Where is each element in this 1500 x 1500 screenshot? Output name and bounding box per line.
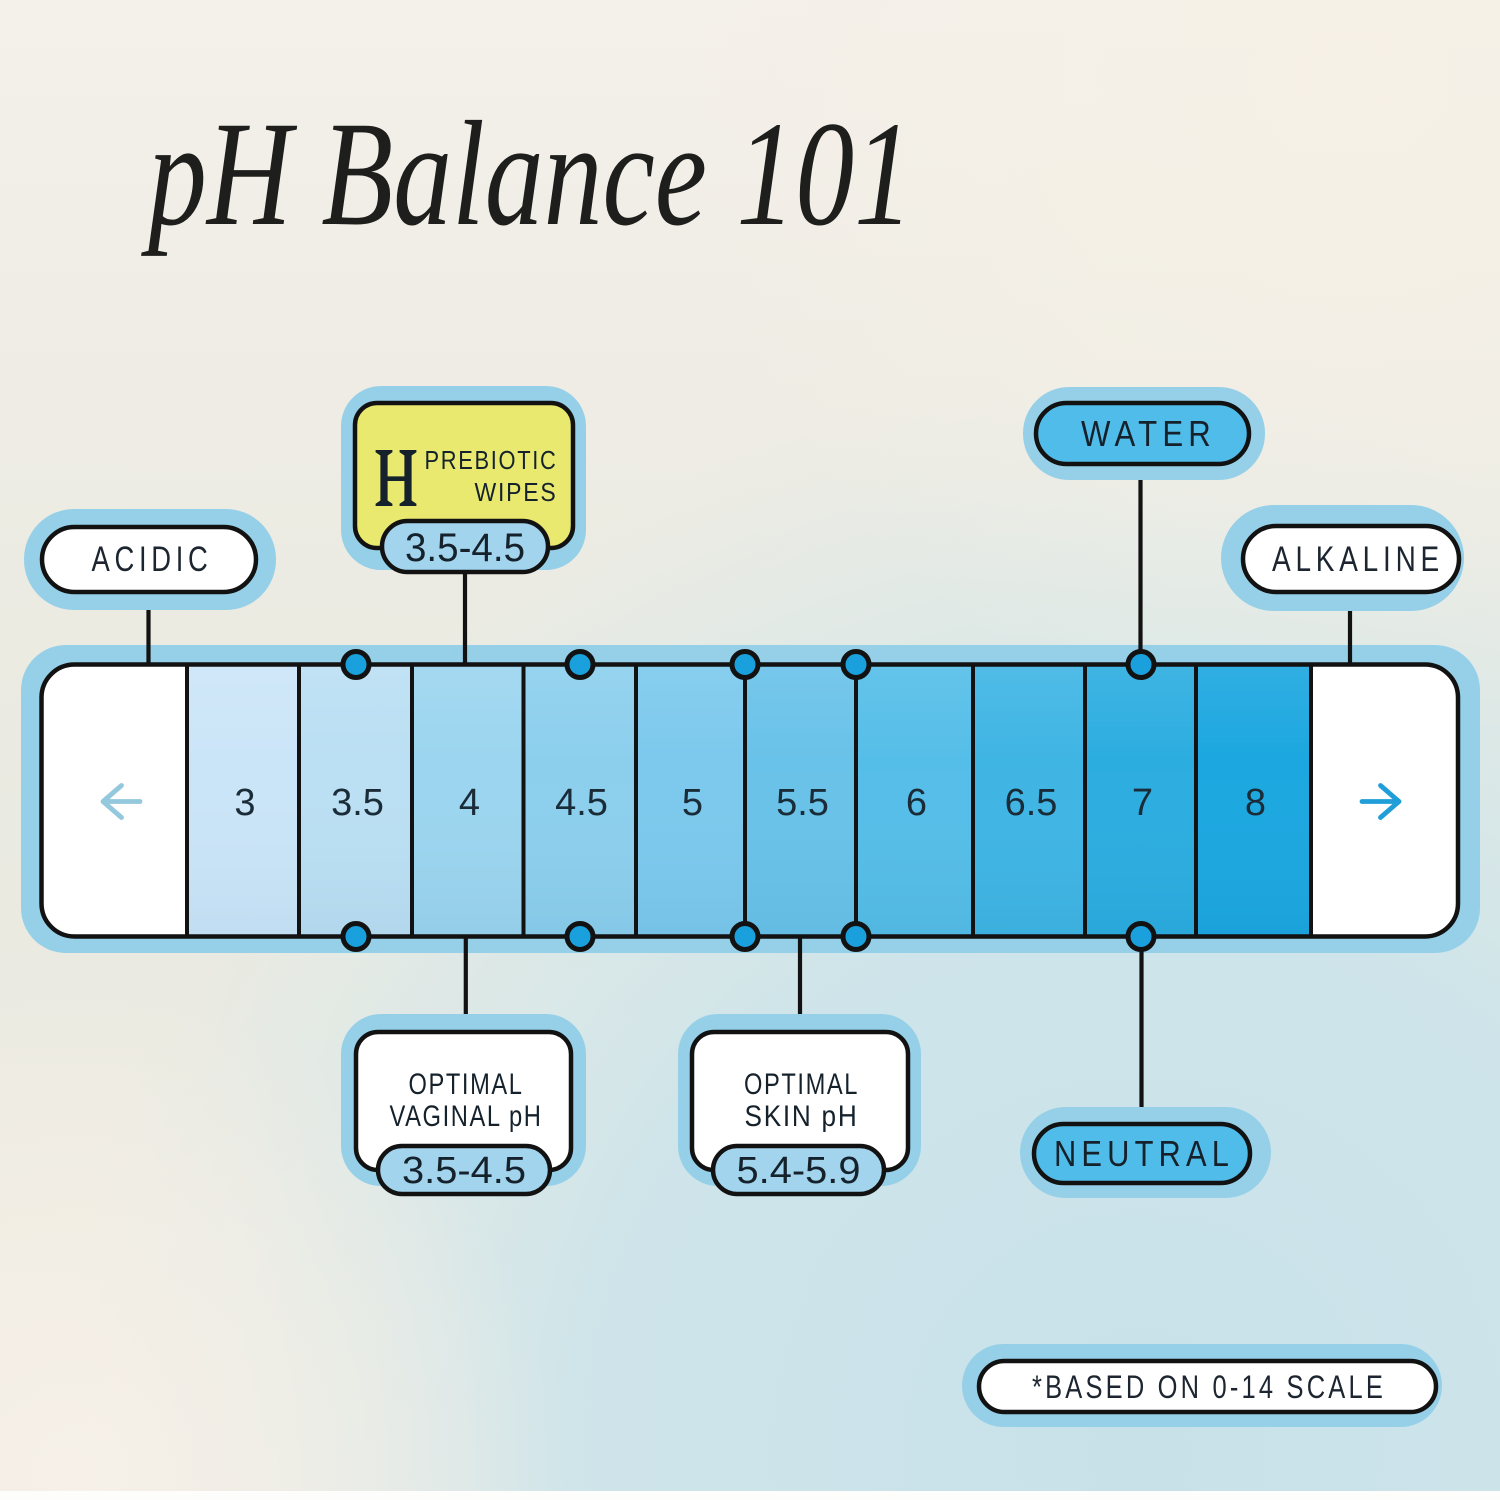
svg-text:5.5: 5.5 xyxy=(776,782,829,824)
svg-text:3.5-4.5: 3.5-4.5 xyxy=(405,526,525,570)
svg-text:7: 7 xyxy=(1132,782,1153,824)
svg-text:WIPES: WIPES xyxy=(475,477,558,507)
svg-text:*BASED ON 0-14 SCALE: *BASED ON 0-14 SCALE xyxy=(1032,1369,1386,1405)
svg-text:5: 5 xyxy=(682,782,703,824)
svg-text:OPTIMAL: OPTIMAL xyxy=(744,1068,859,1101)
svg-text:ALKALINE: ALKALINE xyxy=(1272,540,1444,579)
svg-text:WATER: WATER xyxy=(1081,413,1216,454)
svg-text:8: 8 xyxy=(1245,782,1266,824)
svg-text:5.4-5.9: 5.4-5.9 xyxy=(737,1150,861,1192)
svg-text:SKIN pH: SKIN pH xyxy=(745,1100,859,1133)
svg-text:OPTIMAL: OPTIMAL xyxy=(409,1068,524,1101)
svg-text:VAGINAL pH: VAGINAL pH xyxy=(390,1100,543,1133)
svg-text:3: 3 xyxy=(234,782,255,824)
svg-text:NEUTRAL: NEUTRAL xyxy=(1054,1133,1234,1174)
svg-text:PREBIOTIC: PREBIOTIC xyxy=(425,445,558,475)
svg-text:4.5: 4.5 xyxy=(555,782,608,824)
svg-text:pH Balance 101: pH Balance 101 xyxy=(141,91,913,257)
svg-text:3.5-4.5: 3.5-4.5 xyxy=(402,1150,526,1192)
svg-text:ACIDIC: ACIDIC xyxy=(92,540,213,579)
svg-text:6.5: 6.5 xyxy=(1005,782,1058,824)
svg-text:3.5: 3.5 xyxy=(331,782,384,824)
svg-text:6: 6 xyxy=(906,782,927,824)
svg-text:4: 4 xyxy=(459,782,480,824)
